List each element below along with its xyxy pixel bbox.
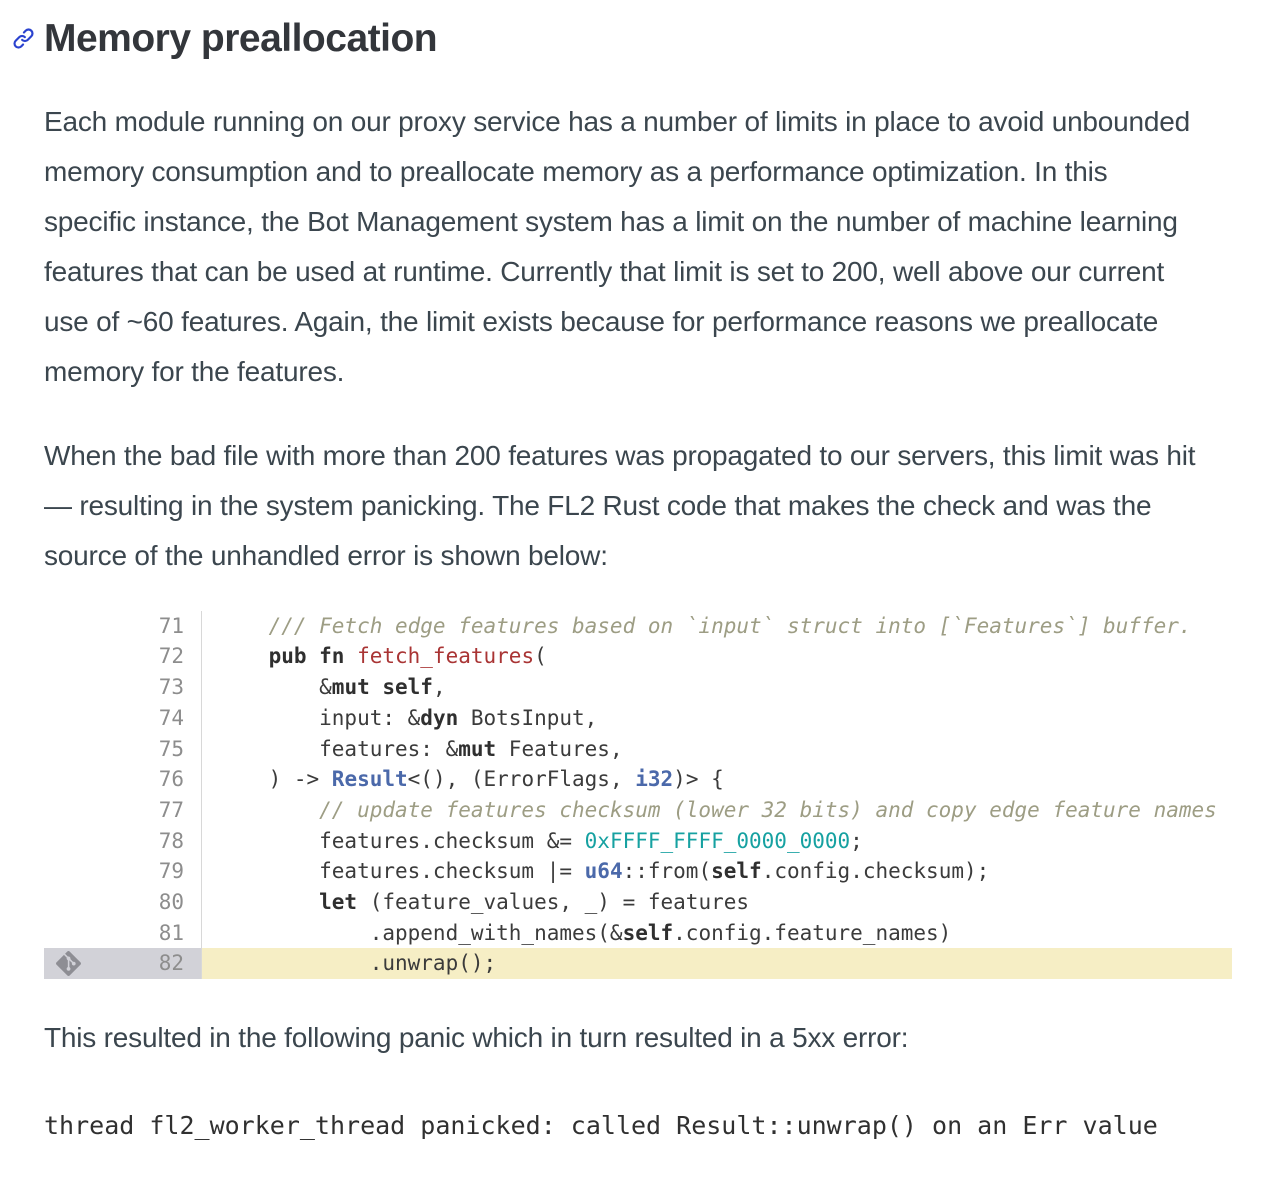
rust-code-block: 71 /// Fetch edge features based on `inp… — [44, 610, 1232, 980]
line-number: 74 — [158, 705, 184, 730]
code-line-79: 79 features.checksum |= u64::from(self.c… — [44, 856, 1232, 887]
line-number: 82 — [158, 951, 184, 976]
page-title: Memory preallocation — [44, 17, 438, 60]
code-line-76: 76 ) -> Result<(), (ErrorFlags, i32)> { — [44, 764, 1232, 795]
code-line-81: 81 .append_with_names(&self.config.featu… — [44, 917, 1232, 949]
code-line-text: /// Fetch edge features based on `input`… — [218, 613, 1192, 638]
code-gutter: 74 — [44, 702, 202, 734]
code-gutter: 72 — [44, 641, 202, 673]
code-line-82: 82 .unwrap(); — [44, 948, 1232, 980]
code-line-text: features.checksum |= u64::from(self.conf… — [218, 859, 990, 884]
code-line-text: input: &dyn BotsInput, — [218, 705, 598, 730]
code-line-72: 72 pub fn fetch_features( — [44, 641, 1232, 673]
panic-output-text: thread fl2_worker_thread panicked: calle… — [44, 1111, 1158, 1141]
code-gutter: 71 — [44, 610, 202, 642]
code-line-text: // update features checksum (lower 32 bi… — [218, 797, 1217, 822]
code-line-text: &mut self, — [218, 675, 446, 700]
line-number: 77 — [158, 797, 184, 822]
line-number: 72 — [158, 644, 184, 669]
line-number: 75 — [158, 736, 184, 761]
code-gutter: 76 — [44, 764, 202, 795]
section-heading-row: Memory preallocation — [13, 16, 1240, 63]
code-gutter: 80 — [44, 886, 202, 918]
code-gutter: 82 — [44, 948, 202, 980]
code-line-text: features.checksum &= 0xFFFF_FFFF_0000_00… — [218, 828, 863, 853]
line-number: 79 — [158, 859, 184, 884]
paragraph-memory-limits: Each module running on our proxy service… — [44, 105, 1191, 387]
line-number: 81 — [158, 920, 184, 945]
line-number: 78 — [158, 828, 184, 853]
code-gutter: 73 — [44, 672, 202, 703]
code-line-74: 74 input: &dyn BotsInput, — [44, 702, 1232, 734]
line-number: 76 — [158, 767, 184, 792]
code-line-text: ) -> Result<(), (ErrorFlags, i32)> { — [218, 767, 724, 792]
code-line-73: 73 &mut self, — [44, 672, 1232, 703]
paragraph-bad-file: When the bad file with more than 200 fea… — [44, 439, 1196, 571]
line-number: 80 — [158, 889, 184, 914]
code-line-text: .unwrap(); — [202, 948, 1232, 980]
code-line-text: .append_with_names(&self.config.feature_… — [218, 920, 952, 945]
code-line-80: 80 let (feature_values, _) = features — [44, 886, 1232, 918]
code-line-75: 75 features: &mut Features, — [44, 733, 1232, 765]
line-number: 71 — [158, 613, 184, 638]
code-lines: 71 /// Fetch edge features based on `inp… — [44, 610, 1232, 980]
link-icon[interactable] — [12, 27, 35, 50]
code-gutter: 79 — [44, 856, 202, 887]
code-line-text: pub fn fetch_features( — [218, 644, 547, 669]
code-gutter: 78 — [44, 825, 202, 857]
git-icon — [56, 951, 81, 977]
code-gutter: 75 — [44, 733, 202, 765]
line-number: 73 — [158, 675, 184, 700]
code-line-text: features: &mut Features, — [218, 736, 623, 761]
code-line-71: 71 /// Fetch edge features based on `inp… — [44, 610, 1232, 642]
paragraph-panic-result: This resulted in the following panic whi… — [44, 1022, 909, 1054]
code-line-78: 78 features.checksum &= 0xFFFF_FFFF_0000… — [44, 825, 1232, 857]
code-gutter: 81 — [44, 917, 202, 949]
article-section: Memory preallocation Each module running… — [0, 16, 1284, 1180]
code-line-77: 77 // update features checksum (lower 32… — [44, 794, 1232, 826]
code-gutter: 77 — [44, 794, 202, 826]
code-line-text: let (feature_values, _) = features — [218, 889, 750, 914]
